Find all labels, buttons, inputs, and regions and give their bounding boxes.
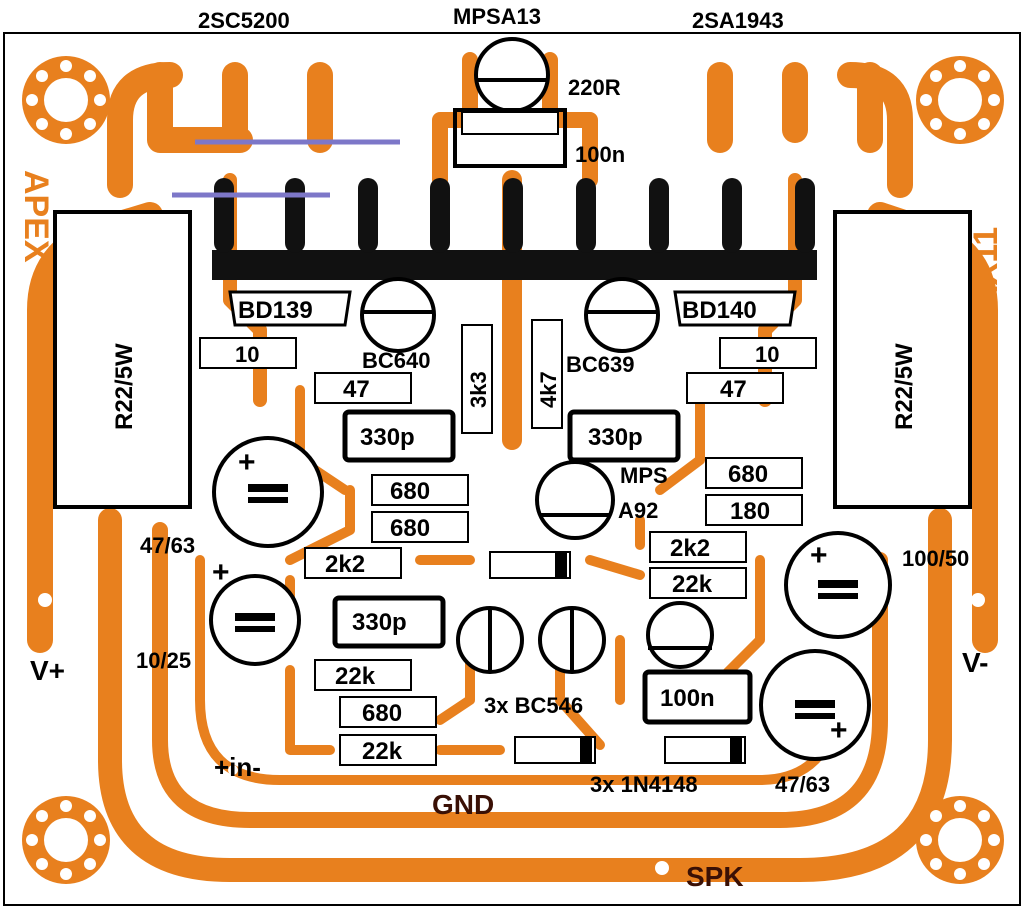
- label-2k2-left: 2k2: [325, 551, 365, 578]
- label-3x-bc546: 3x BC546: [484, 693, 583, 718]
- label-bc640: BC640: [362, 348, 430, 373]
- mpsa13-transistor: [474, 37, 550, 113]
- capacitor-100n-top-body: [453, 108, 567, 168]
- heatsink: [212, 178, 817, 280]
- label-330p-left: 330p: [360, 424, 415, 451]
- mid-trace-11: [715, 555, 765, 685]
- label-apex: APEX: [17, 170, 55, 263]
- mounting-hole-top-left: [22, 56, 110, 144]
- emitter-resistor-right-body: [833, 210, 972, 509]
- label-3k3: 3k3: [466, 371, 491, 408]
- mounting-holes: [22, 56, 1004, 884]
- plus-mark-47-63-left: +: [238, 446, 256, 479]
- label-330p-right: 330p: [588, 424, 643, 451]
- label-680-c: 680: [728, 461, 768, 488]
- label-10-25: 10/25: [136, 648, 191, 673]
- mounting-hole-bottom-right: [916, 796, 1004, 884]
- label-680-d: 680: [362, 700, 402, 727]
- diode-bodies: [489, 551, 746, 764]
- label-22k-bottom: 22k: [362, 738, 403, 765]
- label-r22-left: R22/5W: [111, 343, 138, 430]
- plus-mark-100-50: +: [810, 539, 828, 572]
- mpsa13-trace-2: [542, 52, 598, 188]
- label-input: +in-: [214, 752, 261, 782]
- label-ax11: AX11: [967, 227, 1005, 310]
- electrolytic-capacitor-marks: [235, 484, 858, 719]
- bd139-body: [228, 290, 352, 327]
- label-4k7: 4k7: [536, 371, 561, 408]
- label-bd140: BD140: [682, 297, 757, 324]
- label-10-left: 10: [235, 342, 259, 367]
- label-100n-top: 100n: [575, 142, 625, 167]
- label-22k-mid: 22k: [335, 663, 376, 690]
- label-spk: SPK: [686, 861, 744, 892]
- capacitor-330p-bodies: [332, 409, 681, 649]
- gnd-loop: [152, 522, 888, 828]
- mid-trace-9: [285, 665, 335, 755]
- label-2sa1943: 2SA1943: [692, 8, 784, 33]
- label-22k-right: 22k: [672, 571, 713, 598]
- label-v-plus: V+: [30, 655, 65, 686]
- label-220r: 220R: [568, 75, 621, 100]
- label-mpsa13: MPSA13: [453, 4, 541, 29]
- label-mps: MPS: [620, 463, 668, 488]
- label-v-minus: V-: [962, 647, 988, 678]
- label-680-a: 680: [390, 478, 430, 505]
- label-47-63-left: 47/63: [140, 533, 195, 558]
- label-680-b: 680: [390, 515, 430, 542]
- bd140-body: [673, 290, 797, 327]
- label-10-right: 10: [755, 342, 779, 367]
- bc546-transistors: [456, 601, 714, 674]
- plus-mark-10-25: +: [212, 556, 230, 589]
- label-100-50: 100/50: [902, 546, 969, 571]
- label-47-right: 47: [720, 376, 747, 403]
- speaker-loop: [98, 508, 952, 882]
- resistor-220r-body: [461, 111, 559, 135]
- bc640-transistor: [360, 277, 436, 353]
- mounting-hole-top-right: [916, 56, 1004, 144]
- plus-mark-47-63-right: +: [830, 714, 848, 747]
- capacitor-100n-bottom-body: [642, 669, 753, 725]
- label-a92: A92: [618, 498, 658, 523]
- mounting-hole-bottom-left: [22, 796, 110, 884]
- mpsa92-transistor: [535, 460, 615, 540]
- label-3x-1n4148: 3x 1N4148: [590, 772, 698, 797]
- resistor-bodies: [199, 319, 817, 766]
- emitter-resistor-left-body: [53, 210, 192, 509]
- label-47-left: 47: [343, 376, 370, 403]
- label-180: 180: [730, 498, 770, 525]
- label-2k2-right: 2k2: [670, 535, 710, 562]
- label-47-63-right: 47/63: [775, 772, 830, 797]
- bc639-transistor: [584, 277, 660, 353]
- label-bd139: BD139: [238, 297, 313, 324]
- connector-pads: [38, 593, 985, 875]
- label-gnd: GND: [432, 789, 494, 820]
- label-bc639: BC639: [566, 352, 634, 377]
- label-330p-mid: 330p: [352, 609, 407, 636]
- label-r22-right: R22/5W: [891, 343, 918, 430]
- mid-trace-6: [585, 555, 645, 580]
- label-2sc5200: 2SC5200: [198, 8, 290, 33]
- mid-trace-2: [655, 385, 705, 495]
- label-100n-bottom: 100n: [660, 685, 715, 712]
